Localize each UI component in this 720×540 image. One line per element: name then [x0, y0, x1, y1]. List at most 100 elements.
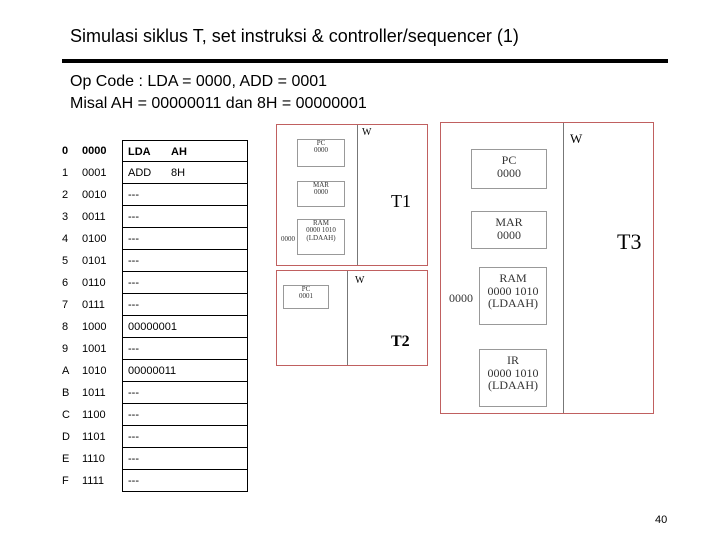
memory-address: 9: [62, 343, 69, 355]
t1-ram-value: 0000 1010: [306, 226, 336, 235]
t1-diagram: W PC 0000 MAR 0000 RAM 0000 1010 (LDAAH)…: [276, 124, 428, 266]
memory-content: LDA: [128, 146, 151, 158]
memory-address: A: [62, 365, 70, 377]
memory-address: C: [62, 409, 70, 421]
memory-address: D: [62, 431, 70, 443]
memory-row: 8 1000 00000001: [56, 316, 248, 338]
t3-ir-value: 0000 1010: [487, 365, 539, 380]
example-line: Misal AH = 00000011 dan 8H = 00000001: [70, 95, 367, 112]
memory-row: A 1010 00000011: [56, 360, 248, 382]
opcode-line: Op Code : LDA = 0000, ADD = 0001: [70, 73, 328, 90]
memory-row: B 1011 ---: [56, 382, 248, 404]
t3-pc-box: PC 0000: [471, 149, 547, 189]
memory-address-binary: 1000: [82, 321, 107, 333]
memory-address: 6: [62, 277, 69, 289]
memory-cell: ---: [122, 206, 248, 228]
t3-bus-label: W: [570, 131, 583, 146]
memory-row: F 1111 ---: [56, 470, 248, 492]
t3-ir-box: IR 0000 1010 (LDAAH): [479, 349, 547, 407]
memory-address: 1: [62, 167, 69, 179]
memory-address: 0: [62, 145, 69, 157]
memory-address: 2: [62, 189, 69, 201]
memory-content: ---: [128, 453, 139, 465]
memory-cell: ---: [122, 250, 248, 272]
memory-content: ---: [128, 277, 139, 289]
memory-address: 5: [62, 255, 69, 267]
memory-address: 8: [62, 321, 69, 333]
memory-content: 00000001: [128, 321, 177, 333]
memory-content: ---: [128, 255, 139, 267]
memory-address-binary: 1110: [82, 453, 105, 465]
t3-pc-name: PC: [501, 153, 517, 167]
memory-address: E: [62, 453, 70, 465]
memory-address-binary: 0010: [82, 189, 107, 201]
t3-ram-value: 0000 1010: [487, 283, 539, 298]
memory-content: ---: [128, 409, 139, 421]
memory-cell: ADD 8H: [122, 162, 248, 184]
t3-mar-box: MAR 0000: [471, 211, 547, 249]
memory-content: ADD: [128, 167, 152, 179]
memory-row: E 1110 ---: [56, 448, 248, 470]
t3-pc-value: 0000: [497, 165, 521, 180]
memory-address-binary: 1111: [82, 475, 105, 487]
t3-mar-value: 0000: [497, 227, 521, 242]
t1-pc-value: 0000: [314, 146, 328, 155]
t1-pc-name: PC: [316, 139, 326, 147]
t3-ram-mnemonic: (LDAAH): [488, 296, 538, 311]
memory-address: 7: [62, 299, 69, 311]
memory-cell: ---: [122, 338, 248, 360]
memory-operand: 8H: [171, 167, 186, 179]
page-number: 40: [655, 514, 668, 526]
memory-address-binary: 1101: [82, 431, 106, 443]
memory-content: ---: [128, 233, 139, 245]
memory-row: D 1101 ---: [56, 426, 248, 448]
memory-address-binary: 1100: [82, 409, 106, 421]
memory-content: ---: [128, 189, 139, 201]
memory-address-binary: 0110: [82, 277, 106, 289]
memory-address-binary: 0100: [82, 233, 107, 245]
memory-row: 2 0010 ---: [56, 184, 248, 206]
memory-address-binary: 1011: [82, 387, 106, 399]
memory-address-binary: 0111: [82, 299, 105, 311]
memory-content: ---: [128, 475, 139, 487]
memory-content: 00000011: [128, 365, 177, 377]
t3-ram-box: RAM 0000 1010 (LDAAH): [479, 267, 547, 325]
t3-ram-name: RAM: [499, 271, 527, 285]
memory-row: 6 0110 ---: [56, 272, 248, 294]
memory-address: F: [62, 475, 69, 487]
t1-ram-mnemonic: (LDAAH): [306, 233, 336, 242]
memory-content: ---: [128, 343, 139, 355]
t2-pc-name: PC: [301, 285, 311, 293]
memory-cell: ---: [122, 294, 248, 316]
memory-address-binary: 0011: [82, 211, 106, 223]
memory-cell: ---: [122, 382, 248, 404]
t1-bus-label: W: [362, 127, 372, 138]
t3-ir-mnemonic: (LDAAH): [488, 378, 538, 393]
t3-ir-name: IR: [507, 353, 519, 367]
t1-label: T1: [391, 191, 411, 211]
memory-content: ---: [128, 431, 139, 443]
t1-mar-box: MAR 0000: [297, 181, 345, 207]
memory-address-binary: 1010: [82, 365, 107, 377]
memory-address: B: [62, 387, 70, 399]
memory-cell: ---: [122, 426, 248, 448]
slide-title: Simulasi siklus T, set instruksi & contr…: [70, 26, 519, 46]
memory-cell: LDA AH: [122, 140, 248, 162]
memory-row: C 1100 ---: [56, 404, 248, 426]
memory-cell: 00000001: [122, 316, 248, 338]
memory-content: ---: [128, 299, 139, 311]
t1-side-value: 0000: [281, 235, 295, 243]
memory-content: ---: [128, 387, 139, 399]
memory-address: 3: [62, 211, 69, 223]
memory-address-binary: 0101: [82, 255, 107, 267]
t3-side-value: 0000: [449, 291, 473, 305]
t1-ram-box: RAM 0000 1010 (LDAAH): [297, 219, 345, 255]
memory-operand: AH: [171, 146, 187, 158]
title-underline: [62, 59, 668, 63]
memory-cell: ---: [122, 470, 248, 492]
t3-mar-name: MAR: [495, 215, 523, 229]
